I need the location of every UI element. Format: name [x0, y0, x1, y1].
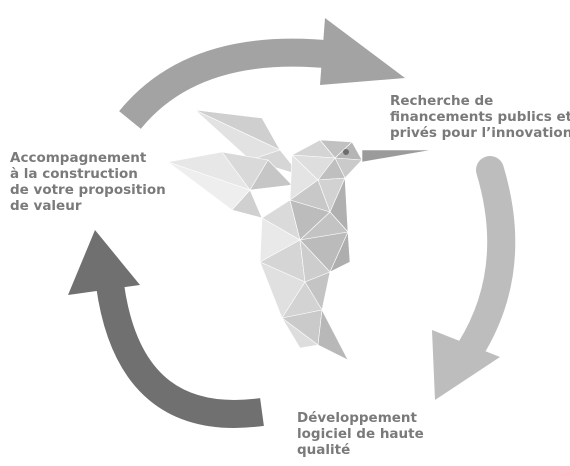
cycle-arrow-left	[68, 230, 264, 428]
label-financing-line-3: privés pour l’innovation	[390, 125, 570, 141]
label-software-line-1: Développement	[297, 410, 417, 426]
label-financing-line-2: financements publics et	[390, 109, 570, 125]
label-software: Développement logiciel de haute qualité	[297, 410, 424, 458]
cycle-arrow-top	[119, 18, 405, 130]
label-value-proposition-line-4: de valeur	[10, 198, 82, 214]
label-financing: Recherche de financements publics et pri…	[390, 93, 570, 141]
cycle-arrow-right	[432, 156, 516, 400]
label-value-proposition-line-1: Accompagnement	[10, 150, 147, 166]
label-financing-line-1: Recherche de	[390, 93, 494, 109]
label-value-proposition-line-3: de votre proposition	[10, 182, 166, 198]
label-software-line-3: qualité	[297, 442, 351, 458]
origami-hummingbird-icon	[167, 109, 433, 361]
label-software-line-2: logiciel de haute	[297, 426, 424, 442]
label-value-proposition: Accompagnement à la construction de votr…	[10, 150, 166, 214]
label-value-proposition-line-2: à la construction	[10, 166, 138, 182]
